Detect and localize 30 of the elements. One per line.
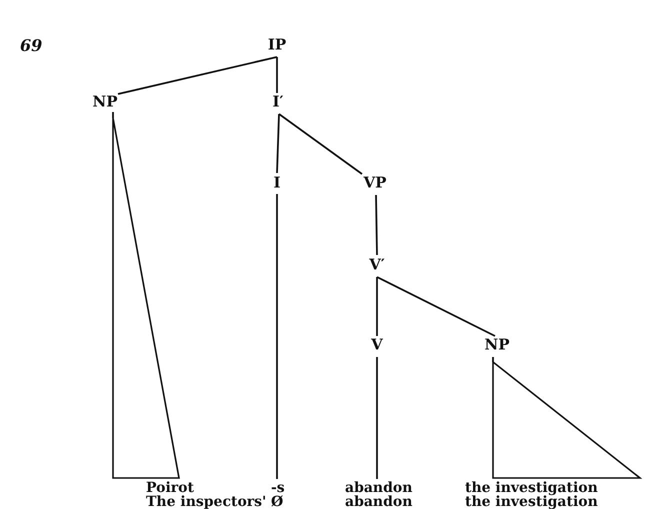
terminal-word: -s	[271, 481, 285, 495]
tree-branch	[492, 357, 494, 362]
category-label: I	[273, 176, 281, 190]
terminal-word: Poirot	[146, 481, 194, 495]
tree-branch	[118, 56, 278, 95]
triangle-shape	[113, 118, 179, 478]
terminal-word: The inspectors'	[146, 495, 266, 509]
category-label: NP	[484, 338, 510, 352]
category-label: IP	[268, 38, 286, 52]
category-label: V	[371, 338, 383, 352]
terminal-word: abandon	[345, 481, 412, 495]
category-label: I′	[272, 94, 284, 110]
category-label: V′	[369, 258, 385, 272]
tree-branch	[276, 114, 280, 174]
tree-branch	[276, 194, 278, 479]
tree-branch	[376, 277, 378, 336]
terminal-word: abandon	[345, 495, 412, 509]
category-label: VP	[364, 176, 386, 190]
example-number: 69	[20, 36, 42, 55]
tree-branch	[375, 194, 378, 256]
tree-branch	[278, 113, 363, 175]
tree-branch	[112, 112, 114, 118]
terminal-word: the investigation	[465, 495, 598, 509]
tree-branch	[276, 57, 278, 93]
tree-branch	[376, 357, 378, 479]
category-label: NP	[92, 94, 118, 110]
terminal-word: the investigation	[465, 481, 598, 495]
tree-branch	[376, 276, 496, 337]
triangle-shape	[493, 362, 640, 478]
terminal-word: Ø	[271, 495, 284, 509]
